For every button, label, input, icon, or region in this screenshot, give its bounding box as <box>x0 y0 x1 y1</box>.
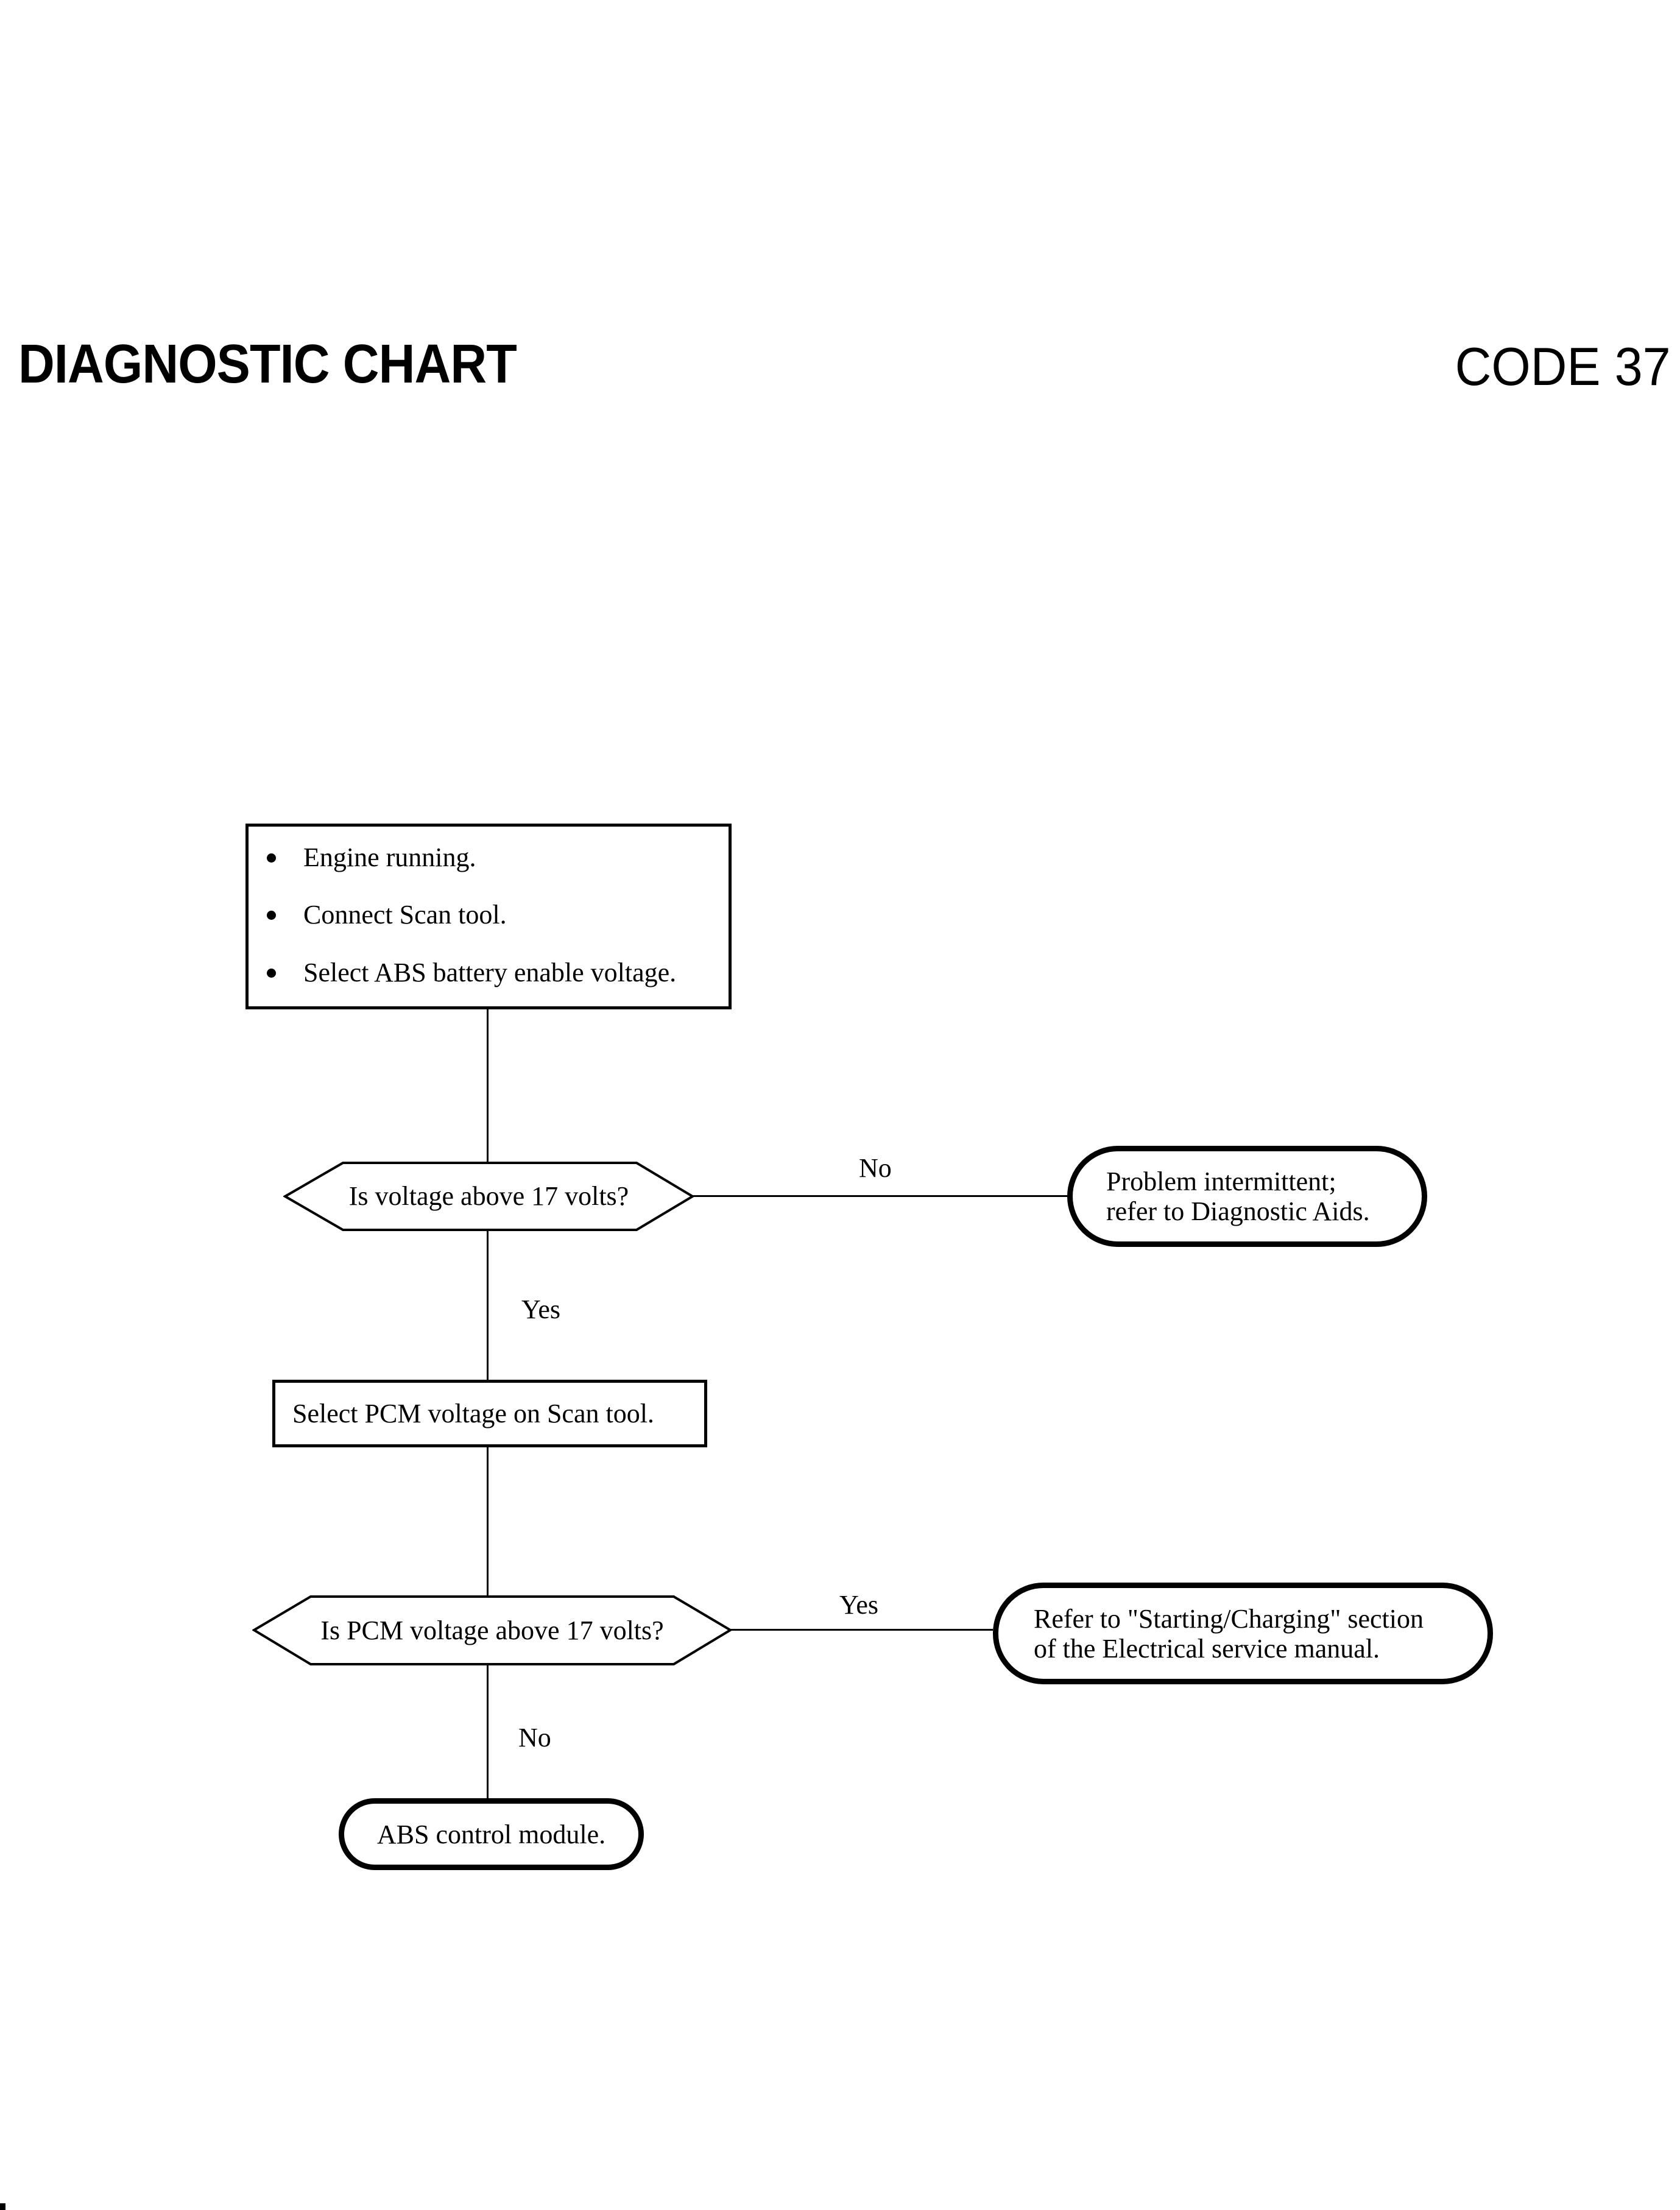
scan-artifact-mark <box>0 2203 5 2210</box>
terminal-text-line: of the Electrical service manual. <box>1034 1633 1380 1664</box>
branch-label-yes: Yes <box>521 1294 561 1324</box>
action-box: Select PCM voltage on Scan tool. <box>272 1380 707 1447</box>
bullet-icon <box>267 968 276 978</box>
bullet-icon <box>267 853 276 863</box>
terminal-text-line: refer to Diagnostic Aids. <box>1106 1196 1370 1226</box>
terminal-text-line: Problem intermittent; <box>1106 1167 1336 1196</box>
connector-line <box>487 1009 489 1163</box>
decision-hexagon-outline <box>252 1595 732 1665</box>
connector-line <box>487 1665 489 1798</box>
branch-label-yes: Yes <box>839 1590 879 1620</box>
list-item: Connect Scan tool. <box>267 900 724 930</box>
connector-line <box>487 1447 489 1595</box>
branch-label-no: No <box>518 1723 551 1753</box>
list-item: Select ABS battery enable voltage. <box>267 958 724 988</box>
decision-question: Is voltage above 17 volts? <box>348 1181 629 1212</box>
decision-question: Is PCM voltage above 17 volts? <box>320 1615 664 1645</box>
terminal-box: Refer to "Starting/Charging" section of … <box>993 1583 1493 1684</box>
terminal-box: ABS control module. <box>339 1798 644 1870</box>
terminal-text-line: Refer to "Starting/Charging" section <box>1034 1603 1424 1634</box>
decision-hexagon-outline <box>283 1162 694 1231</box>
code-number: CODE 37 <box>1455 336 1671 397</box>
bullet-icon <box>267 910 276 920</box>
connector-line <box>487 1229 489 1380</box>
list-item: Engine running. <box>267 842 724 873</box>
connector-line <box>691 1195 1067 1197</box>
terminal-box: Problem intermittent; refer to Diagnosti… <box>1067 1146 1427 1247</box>
connector-line <box>730 1629 993 1631</box>
branch-label-no: No <box>859 1153 892 1183</box>
terminal-text: ABS control module. <box>376 1819 606 1849</box>
bullet-text: Connect Scan tool. <box>303 900 507 930</box>
action-text: Select PCM voltage on Scan tool. <box>292 1398 654 1428</box>
bullet-text: Engine running. <box>303 842 476 873</box>
page-title: DIAGNOSTIC CHART <box>18 334 517 395</box>
bullet-text: Select ABS battery enable voltage. <box>303 958 677 988</box>
start-box: Engine running. Connect Scan tool. Selec… <box>245 824 732 1009</box>
